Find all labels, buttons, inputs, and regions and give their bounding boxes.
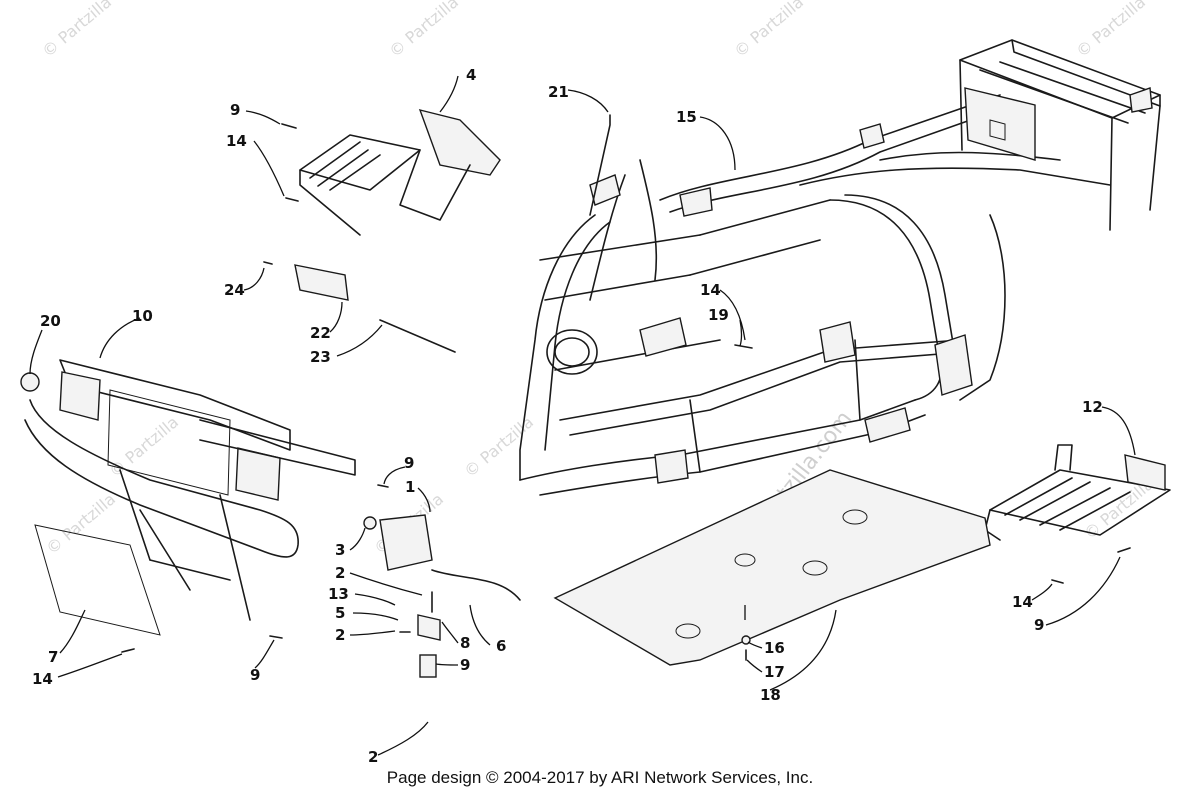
- callout-9: 9: [1034, 616, 1044, 634]
- callout-14: 14: [32, 670, 53, 688]
- callout-19: 19: [708, 306, 729, 324]
- callout-10: 10: [132, 307, 153, 325]
- front-bumper-assembly: [20, 359, 521, 636]
- callout-11: 4: [466, 66, 476, 84]
- watermark-layer: © Partzilla © Partzilla © Partzilla © Pa…: [38, 0, 1157, 558]
- callout-14: 14: [1012, 593, 1033, 611]
- right-footrest: [984, 444, 1171, 541]
- callout-6: 7: [48, 648, 58, 666]
- callout-22: 22: [310, 324, 331, 342]
- callout-1: 1: [405, 478, 415, 496]
- callout-5: 6: [496, 637, 506, 655]
- watermark-text: © Partzilla: [385, 0, 462, 61]
- callout-4: 5: [335, 604, 345, 622]
- callout-3: 3: [335, 541, 345, 559]
- callout-21: 21: [548, 83, 569, 101]
- callout-7: 8: [460, 634, 470, 652]
- hardware-parts: [121, 114, 1131, 678]
- callout-17: 17: [764, 663, 785, 681]
- left-footrest: [299, 109, 501, 236]
- leader-lines: [29, 75, 1136, 756]
- callout-16: 16: [764, 639, 785, 657]
- callout-2: 2: [368, 748, 378, 766]
- callout-8: 9: [460, 656, 470, 674]
- callout-15: 15: [676, 108, 697, 126]
- watermark-text: © Partzilla: [730, 0, 807, 61]
- watermark-text: © Partzilla: [460, 412, 537, 481]
- callout-20: 20: [40, 312, 61, 330]
- watermark-text: © Partzilla: [38, 0, 115, 61]
- watermark-text: © Partzilla: [1072, 0, 1149, 61]
- callout-9: 9: [250, 666, 260, 684]
- callout-12: 12: [1082, 398, 1103, 416]
- callout-24: 24: [224, 281, 245, 299]
- callout-23: 23: [310, 348, 331, 366]
- callout-2: 2: [335, 564, 345, 582]
- main-frame: [519, 39, 1161, 496]
- callout-labels: 4 9 14 24 22 23 20 10 21 15 14 19 12 9 1…: [32, 66, 1103, 766]
- callout-14: 14: [226, 132, 247, 150]
- skid-plate: [553, 469, 991, 666]
- watermark-text: © Partzilla: [42, 489, 119, 558]
- callout-2: 2: [335, 626, 345, 644]
- callout-13: 13: [328, 585, 349, 603]
- headlight-housing: [379, 514, 433, 571]
- callout-9: 9: [230, 101, 240, 119]
- callout-14: 14: [700, 281, 721, 299]
- watermark-text: © Partzilla: [105, 412, 182, 481]
- copyright-footer: Page design © 2004-2017 by ARI Network S…: [386, 768, 814, 787]
- callout-18: 18: [760, 686, 781, 704]
- callout-9: 9: [404, 454, 414, 472]
